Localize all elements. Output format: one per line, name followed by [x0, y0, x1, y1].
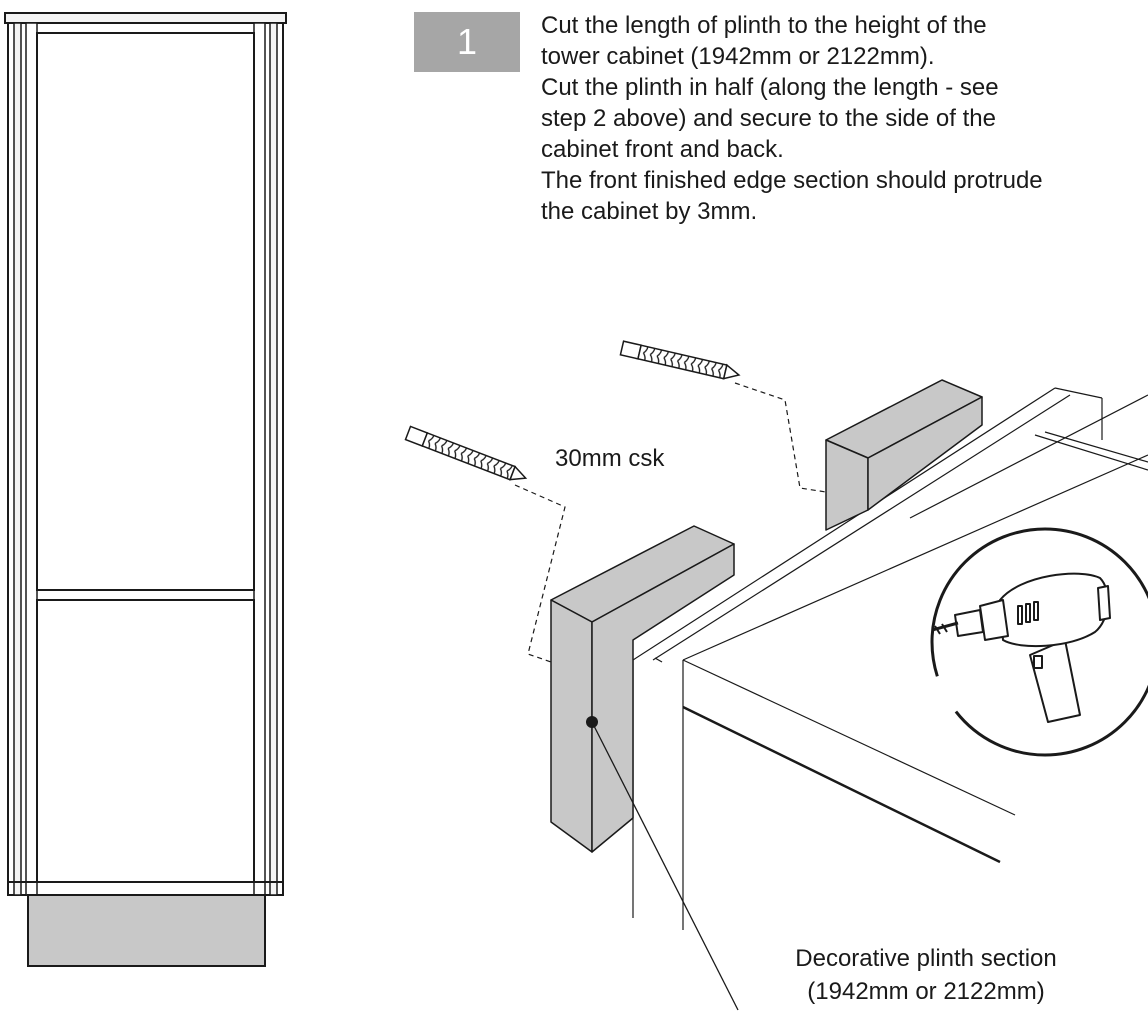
- screw-icon: [404, 425, 528, 481]
- plinth-title-label: Decorative plinth section: [795, 945, 1056, 972]
- instruction-line: The front finished edge section should p…: [541, 167, 1043, 194]
- back-plinth-piece: [825, 379, 983, 531]
- screw-guide-lines: [514, 382, 827, 663]
- cabinet-perspective: [632, 387, 1148, 930]
- instruction-line: cabinet front and back.: [541, 136, 784, 163]
- instruction-line: the cabinet by 3mm.: [541, 198, 758, 225]
- screw-icon: [619, 340, 741, 380]
- instruction-line: tower cabinet (1942mm or 2122mm).: [541, 43, 935, 70]
- plinth-size-label: (1942mm or 2122mm): [807, 978, 1044, 1005]
- drill-inset: [930, 527, 1148, 757]
- plinth-callout: [586, 716, 739, 1011]
- tower-cabinet: [4, 12, 287, 967]
- front-plinth-piece: [550, 525, 735, 853]
- step-number-badge: 1: [414, 12, 520, 72]
- instruction-line: step 2 above) and secure to the side of …: [541, 105, 996, 132]
- instruction-line: Cut the plinth in half (along the length…: [541, 74, 999, 101]
- instruction-text: Cut the length of plinth to the height o…: [541, 10, 1148, 227]
- instruction-line: Cut the length of plinth to the height o…: [541, 12, 987, 39]
- cabinet-plinth: [27, 894, 266, 967]
- screw-spec-label: 30mm csk: [555, 445, 665, 472]
- drill-icon: [932, 572, 1111, 723]
